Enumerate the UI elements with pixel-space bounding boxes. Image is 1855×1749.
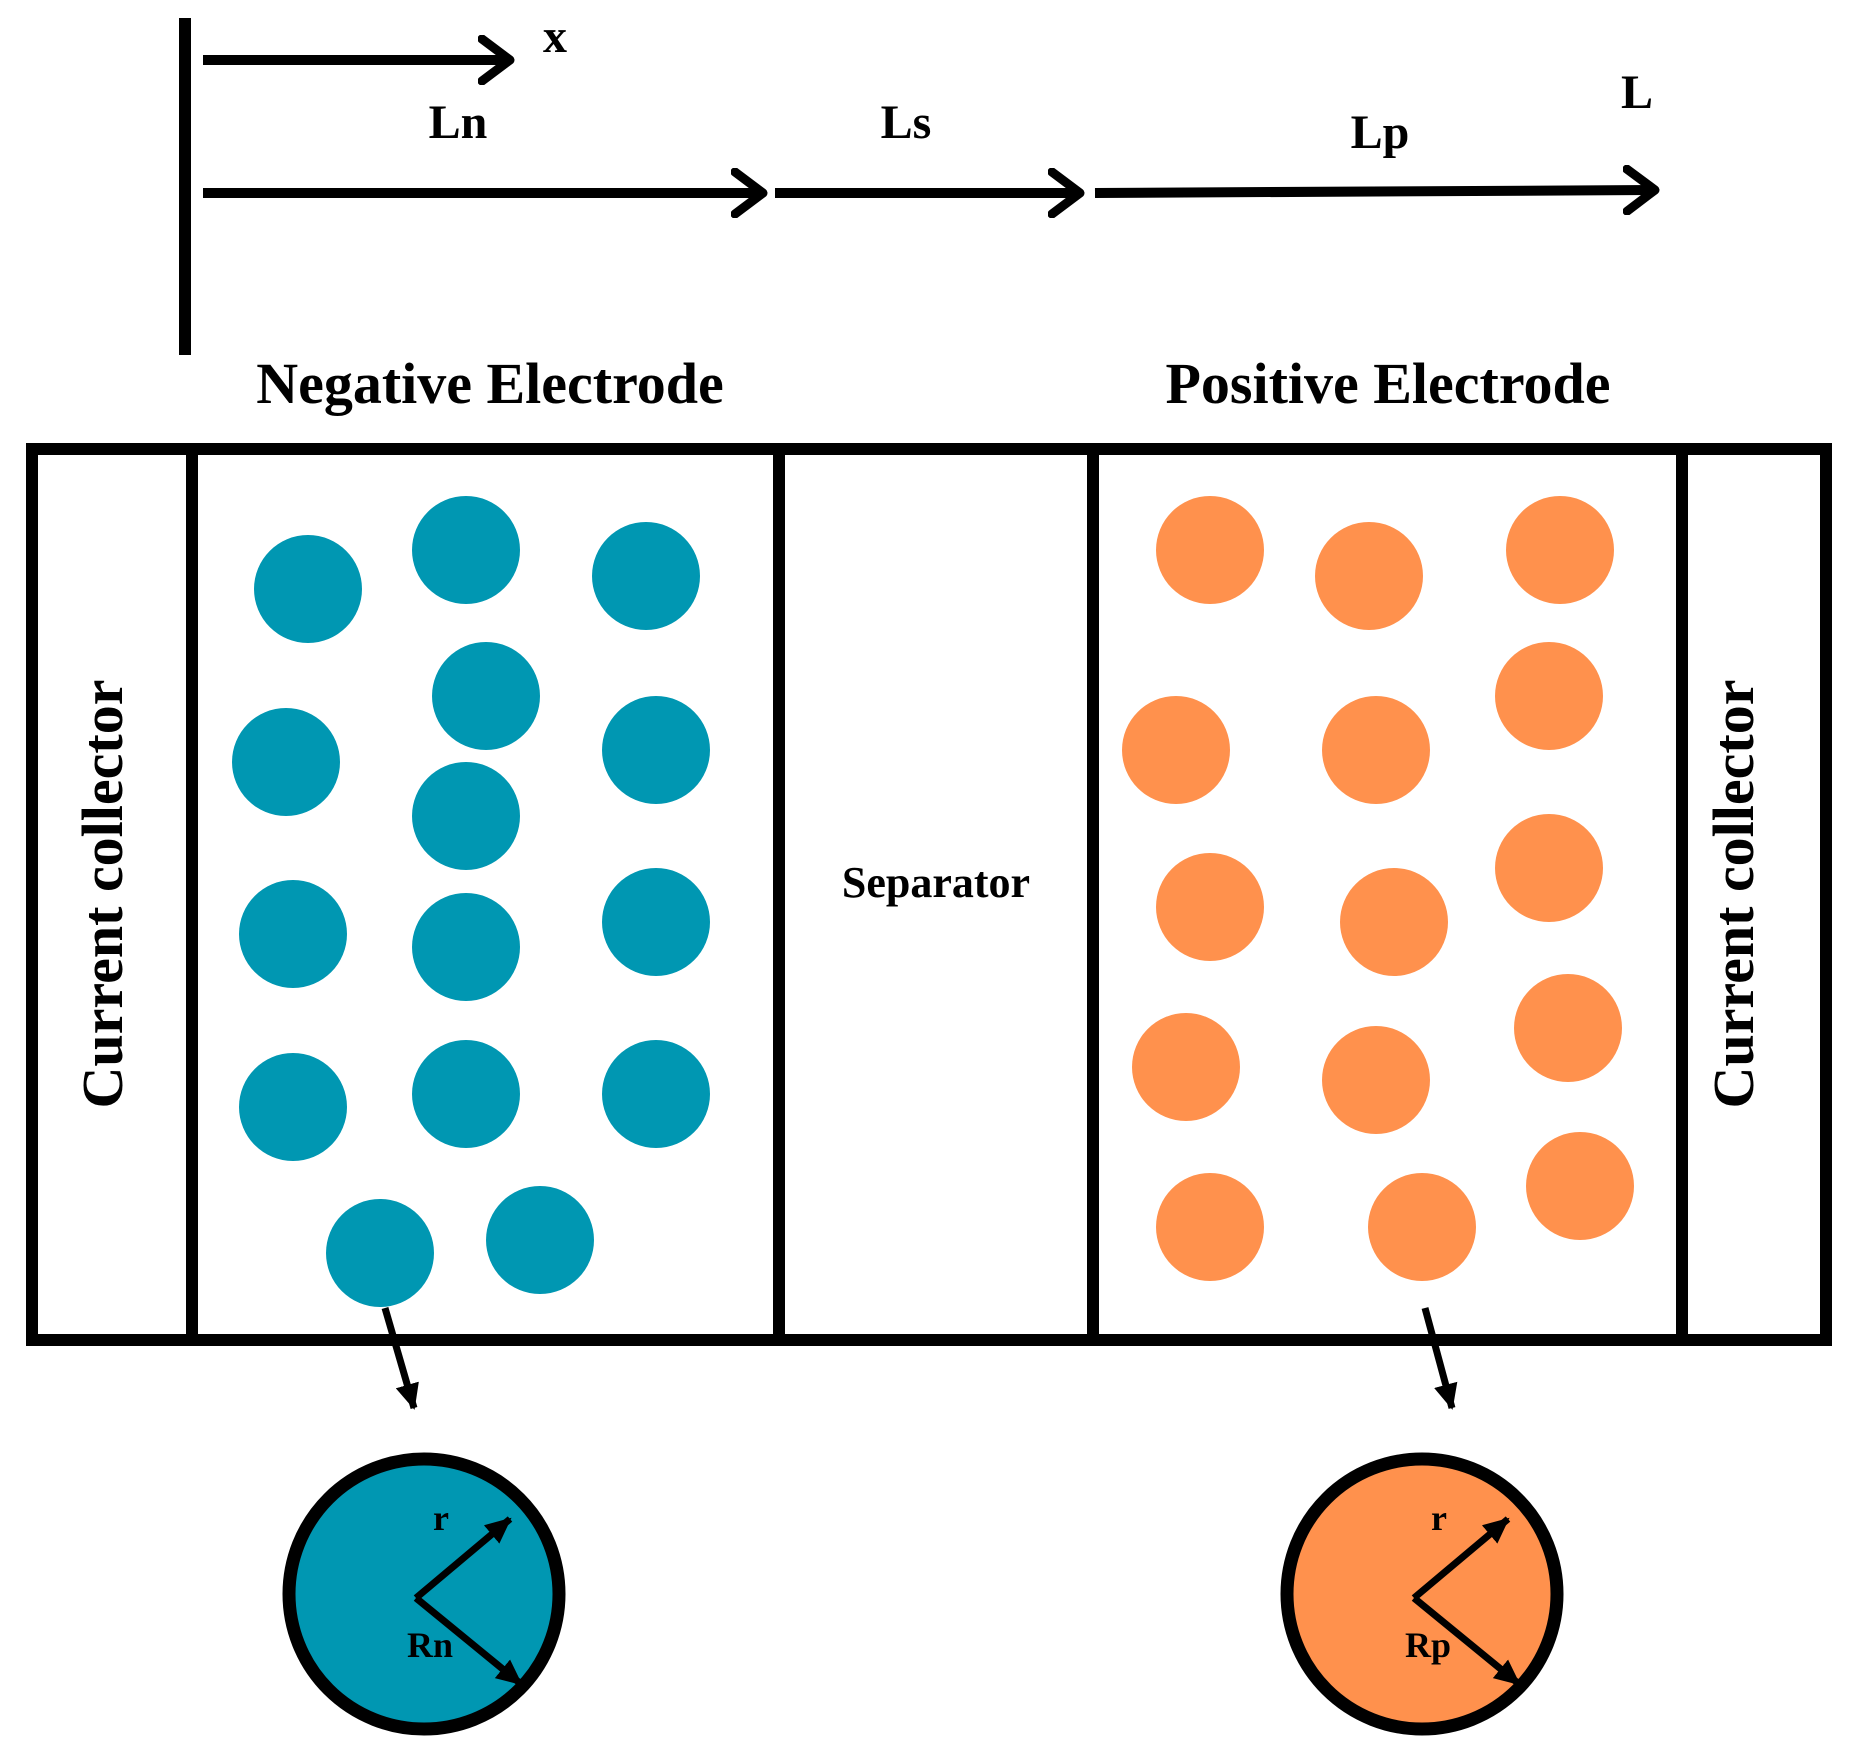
negative-electrode-heading: Negative Electrode xyxy=(256,351,724,416)
positive-particle xyxy=(1156,1173,1264,1281)
negative-particle xyxy=(592,522,700,630)
right-current-collector-label: Current collector xyxy=(1701,680,1766,1109)
positive-particle xyxy=(1506,496,1614,604)
negative-particle xyxy=(239,880,347,988)
positive-particle xyxy=(1368,1173,1476,1281)
positive-particle xyxy=(1526,1132,1634,1240)
negative-particle xyxy=(486,1186,594,1294)
negative-particle xyxy=(412,1040,520,1148)
positive-particle xyxy=(1122,696,1230,804)
lp-segment-arrow xyxy=(1094,190,1655,193)
positive-radius-label: Rp xyxy=(1405,1625,1451,1665)
positive-particle-zoom: r Rp xyxy=(1280,1452,1564,1736)
positive-particle xyxy=(1340,868,1448,976)
positive-particle xyxy=(1322,696,1430,804)
coordinate-axis: x Ln Ls Lp L xyxy=(179,10,1655,355)
negative-particle xyxy=(602,868,710,976)
positive-particle xyxy=(1156,496,1264,604)
positive-r-arrow xyxy=(1411,1516,1511,1601)
positive-r-label: r xyxy=(1431,1498,1447,1538)
positive-particle xyxy=(1514,974,1622,1082)
positive-particles xyxy=(1122,496,1634,1281)
negative-r-arrow xyxy=(413,1516,513,1601)
negative-zoom-pointer xyxy=(381,1307,419,1410)
cell-body: Current collector Separator Current coll… xyxy=(26,443,1832,1346)
negative-particle xyxy=(412,893,520,1001)
negative-particle xyxy=(254,535,362,643)
ln-label: Ln xyxy=(429,96,488,149)
positive-particle xyxy=(1315,522,1423,630)
positive-particle xyxy=(1495,814,1603,922)
positive-particle xyxy=(1495,642,1603,750)
positive-radius-arrow xyxy=(1411,1595,1522,1687)
negative-radius-label: Rn xyxy=(407,1625,453,1665)
negative-particle xyxy=(412,762,520,870)
lp-label: Lp xyxy=(1351,106,1410,159)
positive-zoom-pointer xyxy=(1421,1307,1458,1410)
negative-particle xyxy=(602,696,710,804)
separator-label: Separator xyxy=(842,858,1030,907)
positive-particle xyxy=(1156,853,1264,961)
negative-r-label: r xyxy=(433,1498,449,1538)
negative-particle xyxy=(326,1199,434,1307)
positive-particle xyxy=(1322,1026,1430,1134)
negative-particle xyxy=(432,642,540,750)
negative-particle xyxy=(412,496,520,604)
left-current-collector-label: Current collector xyxy=(70,680,135,1109)
ls-label: Ls xyxy=(881,96,932,149)
positive-electrode-heading: Positive Electrode xyxy=(1165,351,1610,416)
cell-outline xyxy=(26,443,1832,1346)
negative-particle xyxy=(239,1053,347,1161)
x-axis-label: x xyxy=(543,10,567,63)
negative-particles xyxy=(232,496,710,1307)
negative-particle-zoom: r Rn xyxy=(282,1452,566,1736)
negative-particle xyxy=(232,708,340,816)
negative-particle xyxy=(602,1040,710,1148)
negative-radius-arrow xyxy=(413,1595,524,1687)
positive-particle xyxy=(1132,1013,1240,1121)
l-total-label: L xyxy=(1621,66,1653,119)
